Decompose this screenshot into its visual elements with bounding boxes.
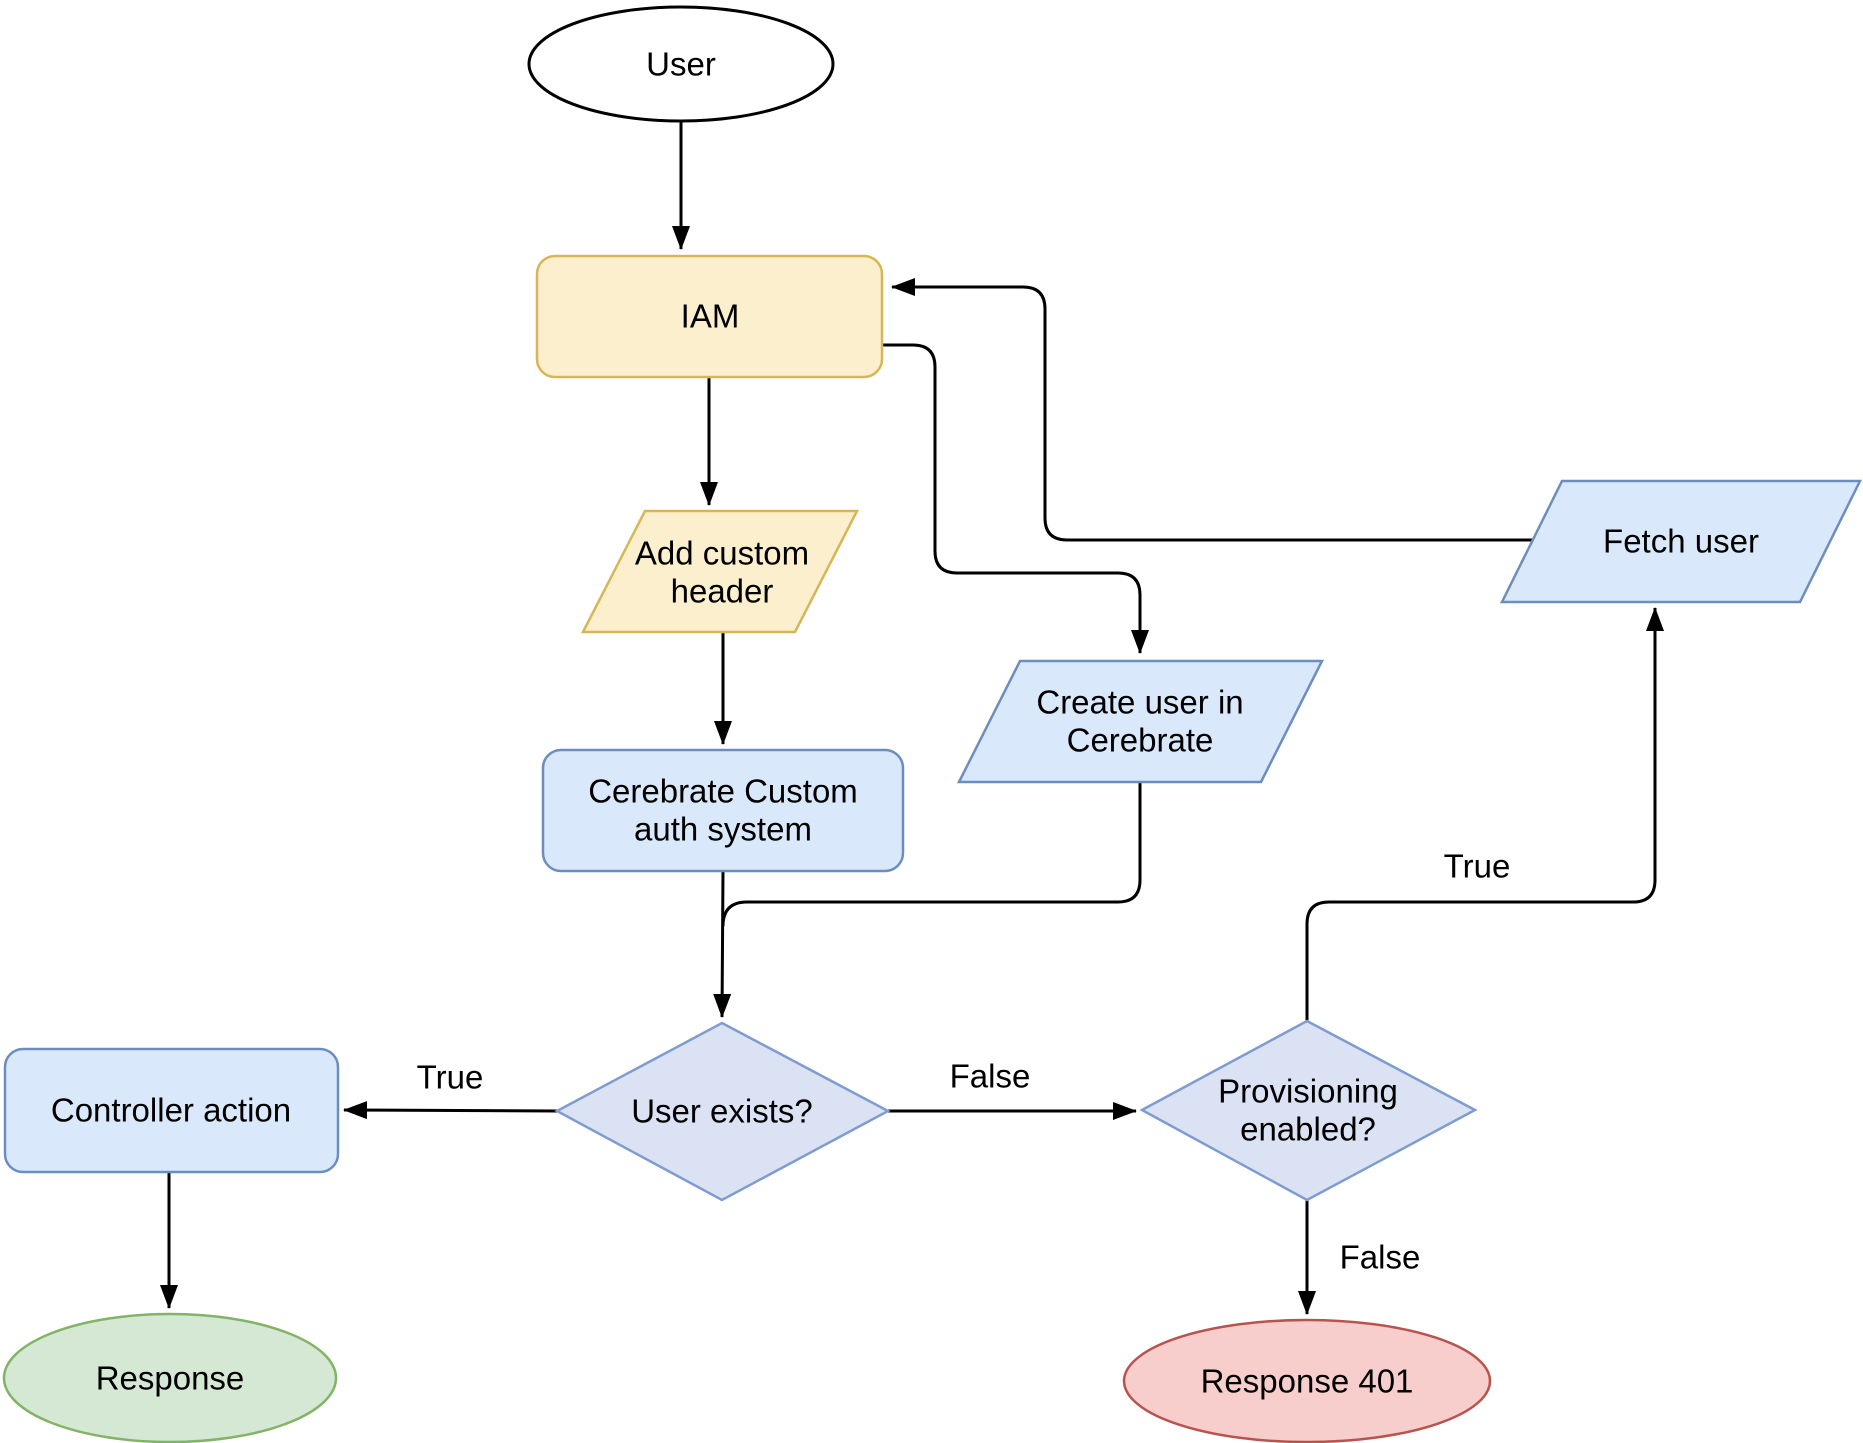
edge-label-provisioning-false: False bbox=[1340, 1239, 1421, 1276]
edge-fetch-user-to-iam bbox=[891, 278, 1533, 542]
create-user-label-line2: Cerebrate bbox=[1067, 722, 1214, 759]
cerebrate-auth-node bbox=[541, 748, 905, 873]
edge-label-user-exists-false: False bbox=[950, 1058, 1031, 1095]
user-start-label: User bbox=[646, 46, 716, 83]
provisioning-enabled-label-line2: enabled? bbox=[1240, 1111, 1376, 1148]
edge-iam-to-create-user bbox=[882, 343, 1149, 654]
controller-action-node bbox=[3, 1047, 340, 1174]
add-custom-header-label-line1: Add custom bbox=[635, 535, 809, 572]
edge-create-user-to-user-exists-merge bbox=[721, 782, 1142, 927]
response-401-end-label: Response 401 bbox=[1201, 1363, 1414, 1400]
user-exists-decision-label: User exists? bbox=[631, 1093, 813, 1130]
edge-cerebrate-auth-to-user-exists bbox=[713, 870, 732, 1018]
iam-process-label: IAM bbox=[681, 298, 740, 335]
cerebrate-auth-label-line1: Cerebrate Custom bbox=[588, 773, 858, 810]
response-end-node bbox=[2, 1312, 338, 1443]
user-start-node bbox=[527, 5, 835, 123]
edge-user-exists-true-to-controller-action bbox=[343, 1101, 558, 1120]
response-end-label: Response bbox=[96, 1360, 245, 1397]
edge-label-provisioning-true: True bbox=[1444, 848, 1511, 885]
add-custom-header-label-line2: header bbox=[671, 573, 774, 610]
edge-label-user-exists-true: True bbox=[417, 1059, 484, 1096]
cerebrate-auth-label-line2: auth system bbox=[634, 811, 812, 848]
fetch-user-label: Fetch user bbox=[1603, 523, 1759, 560]
provisioning-enabled-decision-node bbox=[1139, 1019, 1478, 1202]
create-user-label-line1: Create user in bbox=[1036, 684, 1243, 721]
add-custom-header-node bbox=[580, 509, 860, 634]
provisioning-enabled-label-line1: Provisioning bbox=[1218, 1073, 1398, 1110]
edge-provisioning-true-to-fetch-user bbox=[1305, 607, 1664, 1021]
user-exists-decision-node bbox=[554, 1021, 891, 1202]
controller-action-label: Controller action bbox=[51, 1092, 291, 1129]
iam-process-node bbox=[535, 254, 884, 379]
fetch-user-node bbox=[1499, 479, 1863, 604]
response-401-end-node bbox=[1122, 1318, 1492, 1443]
create-user-node bbox=[956, 659, 1325, 784]
